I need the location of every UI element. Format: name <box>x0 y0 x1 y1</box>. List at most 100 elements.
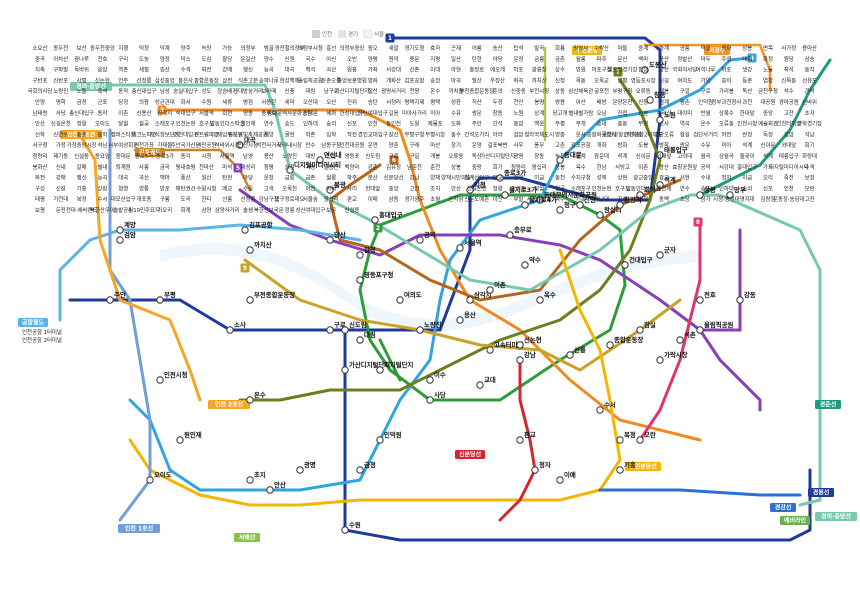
station-label[interactable]: 숙대입구 <box>176 109 196 117</box>
station-label[interactable]: 모란 <box>805 185 815 192</box>
station-label[interactable]: 청량리 <box>33 152 48 160</box>
station-label[interactable]: 예술회관 <box>758 120 778 128</box>
transfer-station-marker[interactable] <box>376 366 384 374</box>
station-label[interactable]: 신풍 <box>285 87 295 95</box>
transfer-station[interactable]: 청구 <box>556 200 576 214</box>
station-label[interactable]: 신대방삼거리 <box>233 87 263 95</box>
station-label[interactable]: 동묘앞 <box>95 152 110 160</box>
station-label[interactable]: 검암 <box>784 130 794 138</box>
station-label[interactable]: 덕계 <box>160 44 170 52</box>
transfer-station[interactable]: 당산 <box>326 230 346 244</box>
station-label[interactable]: 면목 <box>763 44 773 52</box>
station-label[interactable]: 청라국제도시 <box>524 130 554 138</box>
station-label[interactable]: 관악 <box>805 87 815 95</box>
station-label[interactable]: 온양온천 <box>612 98 632 106</box>
station-label[interactable]: 지식정보단지 <box>150 130 180 138</box>
station-label[interactable]: 강남대 <box>594 195 609 203</box>
station-label[interactable]: 주안국가산단 <box>171 141 201 149</box>
station-label[interactable]: 석계 <box>763 152 773 160</box>
station-label[interactable]: 구반포 <box>33 76 48 84</box>
station-label[interactable]: 평촌 <box>680 98 690 106</box>
station-label[interactable]: 신길 <box>659 76 669 84</box>
station-label[interactable]: 평택 <box>430 99 440 106</box>
transfer-station-marker[interactable] <box>176 436 184 444</box>
station-label[interactable]: 인천대공원 <box>340 141 365 149</box>
station-label[interactable]: 화전 <box>201 66 211 74</box>
station-label[interactable]: 용마산 <box>802 44 817 52</box>
station-label[interactable]: 태평 <box>35 195 45 203</box>
transfer-station[interactable]: 정자 <box>531 460 551 474</box>
station-label[interactable]: 증산 <box>160 66 170 74</box>
transfer-station[interactable]: 주안 <box>106 290 126 304</box>
station-label[interactable]: 서울숲 <box>303 195 318 203</box>
transfer-station[interactable]: 안산 <box>266 480 286 494</box>
station-label[interactable]: 영종 <box>555 130 565 138</box>
transfer-station-marker[interactable] <box>426 396 434 404</box>
station-label[interactable]: 정발산 <box>677 55 692 63</box>
station-label[interactable]: 대곡 <box>285 66 295 74</box>
station-label[interactable]: 광나루 <box>74 55 89 63</box>
station-label[interactable]: 길음 <box>389 109 399 117</box>
station-label[interactable]: 대곡 <box>118 174 128 182</box>
station-label[interactable]: 원인재 <box>241 120 256 128</box>
station-label[interactable]: 성균관대 <box>155 98 175 106</box>
station-label[interactable]: 굴봉산 <box>324 163 339 171</box>
station-label[interactable]: 신목동 <box>781 76 796 84</box>
station-label[interactable]: 화전 <box>35 174 45 182</box>
station-label[interactable]: 선정릉 <box>241 195 256 203</box>
station-label[interactable]: 서정리 <box>386 98 401 106</box>
station-label[interactable]: 중앙 <box>389 184 399 192</box>
station-label[interactable]: 용산 <box>659 163 669 171</box>
station-label[interactable]: 삼양사거리 <box>215 206 240 214</box>
station-label[interactable]: 신연수 <box>53 130 68 138</box>
transfer-station[interactable]: 광명 <box>296 460 316 474</box>
transfer-station-marker[interactable] <box>356 276 364 284</box>
station-label[interactable]: 아신 <box>326 55 336 63</box>
station-label[interactable]: 방화 <box>617 141 627 149</box>
station-label[interactable]: 수원 <box>243 184 253 192</box>
station-label[interactable]: 풍산 <box>181 174 191 182</box>
station-label[interactable]: 매교 <box>222 184 232 192</box>
station-label[interactable]: 양수 <box>264 55 274 63</box>
station-label[interactable]: 영등포 <box>345 152 360 160</box>
station-label[interactable]: 신길 <box>326 152 336 160</box>
transfer-station-marker[interactable] <box>641 66 649 74</box>
station-label[interactable]: 신둔도예촌 <box>464 195 489 203</box>
station-label[interactable]: 월롱 <box>576 55 586 63</box>
transfer-station[interactable]: 원인재 <box>176 430 202 444</box>
station-label[interactable]: 명학 <box>56 98 66 106</box>
station-label[interactable]: 소사 <box>659 120 669 128</box>
transfer-station[interactable]: 청량리 <box>616 195 642 209</box>
transfer-station-marker[interactable] <box>241 226 249 234</box>
transfer-station[interactable]: 대곡 <box>236 135 256 149</box>
station-label[interactable]: 굴포천 <box>594 87 609 95</box>
station-label[interactable]: 중계 <box>638 44 648 52</box>
station-label[interactable]: 정부과천청사 <box>712 98 742 106</box>
transfer-station-marker[interactable] <box>616 466 624 474</box>
station-label[interactable]: 퇴계원 <box>116 163 131 171</box>
transfer-station-marker[interactable] <box>246 476 254 484</box>
station-label[interactable]: 구파발 <box>53 66 68 74</box>
station-label[interactable]: 돌곶이 <box>740 152 755 160</box>
station-label[interactable]: 의정부시청 <box>298 45 323 52</box>
station-label[interactable]: 인천공항2터미널 <box>624 130 662 138</box>
station-label[interactable]: 의왕 <box>139 98 149 106</box>
transfer-station-marker[interactable] <box>156 376 164 384</box>
station-label[interactable]: 한대앞 <box>740 109 755 117</box>
station-label[interactable]: 갈산 <box>389 130 399 138</box>
transfer-station-marker[interactable] <box>556 156 564 164</box>
transfer-station[interactable]: 디지털단지 <box>376 360 414 374</box>
station-label[interactable]: 수색 <box>181 66 191 74</box>
station-label[interactable]: 강매 <box>222 66 232 74</box>
transfer-station-marker[interactable] <box>521 261 529 269</box>
transfer-station[interactable]: 건대입구 <box>621 255 653 269</box>
station-label[interactable]: 회현 <box>222 109 232 117</box>
transfer-station-marker[interactable] <box>556 206 564 214</box>
station-label[interactable]: 곤지암 <box>449 195 464 203</box>
station-label[interactable]: 이천 <box>493 195 503 203</box>
station-label[interactable]: 인천시청 <box>737 120 757 128</box>
station-label[interactable]: 망포 <box>160 185 170 192</box>
station-label[interactable]: 정릉 <box>285 207 295 214</box>
station-label[interactable]: 완정 <box>742 130 752 138</box>
station-label[interactable]: 걸포북변 <box>488 141 508 149</box>
